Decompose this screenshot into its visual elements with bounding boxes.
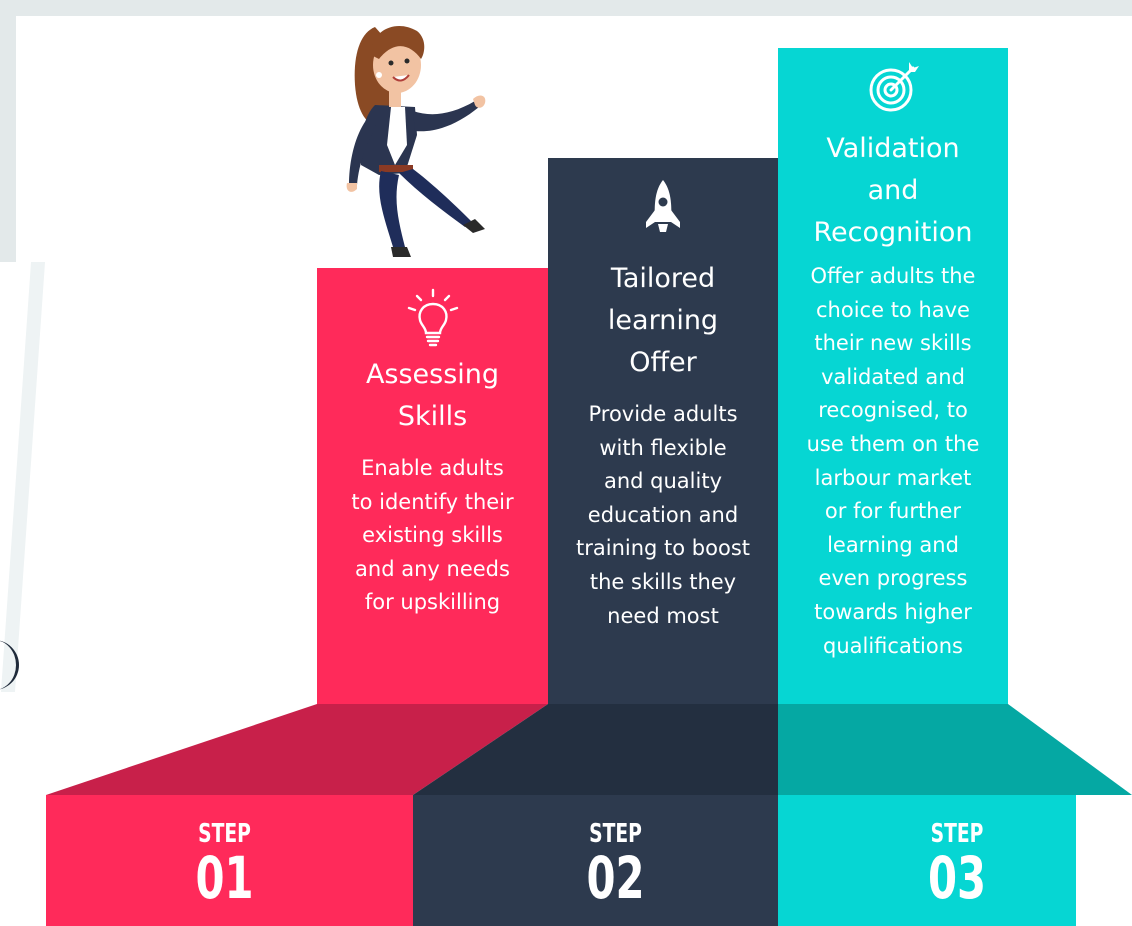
pillar-title: Tailored learning Offer — [607, 263, 719, 378]
step-label: STEP — [589, 819, 642, 849]
pillar-validation-recognition: Validation and Recognition Offer adults … — [778, 48, 1008, 704]
pillar-description: Offer adults the choice to have their ne… — [806, 264, 980, 658]
floor-step2-top — [413, 704, 778, 795]
target-icon — [869, 62, 919, 112]
step-block-02: STEP 02 — [413, 795, 778, 926]
step-number: 02 — [586, 844, 645, 912]
rocket-icon — [646, 180, 680, 232]
step-number: 03 — [927, 844, 987, 912]
woman-stepping-illustration — [346, 25, 486, 257]
floor-step3-top — [778, 704, 1132, 795]
background-panel — [16, 16, 316, 262]
pillar-description: Provide adults with flexible and quality… — [576, 402, 750, 628]
pillar-assessing-skills: Assessing Skills Enable adults to identi… — [317, 268, 548, 704]
background-arc — [0, 640, 19, 690]
background-left-band — [0, 0, 16, 262]
step-number: 01 — [195, 844, 254, 912]
floor-step1-top — [46, 704, 548, 795]
step-block-03: STEP 03 — [778, 795, 1076, 926]
pillar-description: Enable adults to identify their existing… — [351, 456, 514, 615]
pillar-title: Validation and Recognition — [813, 133, 973, 248]
pillar-tailored-learning: Tailored learning Offer Provide adults w… — [548, 158, 778, 704]
step-label: STEP — [198, 819, 251, 849]
lightbulb-icon — [407, 288, 458, 347]
pillar-title: Assessing Skills — [365, 359, 500, 432]
step-block-01: STEP 01 — [46, 795, 413, 926]
step-label: STEP — [930, 819, 984, 849]
background-top-band — [0, 0, 1132, 16]
